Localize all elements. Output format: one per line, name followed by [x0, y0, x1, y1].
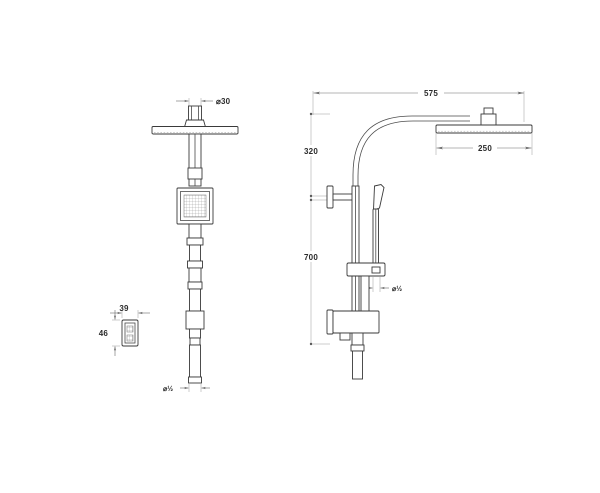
wall-bracket-detail-group: 39 46 — [99, 304, 150, 356]
wall-bracket-lower — [326, 309, 334, 335]
dim-dia30: ⌀30 — [176, 97, 231, 118]
hose-assembly-left — [185, 223, 205, 384]
dim-label-height-320: 320 — [304, 147, 318, 156]
dim-head-250: 250 — [435, 133, 533, 155]
dim-thread-half-right: ⌀½ — [364, 276, 402, 293]
wall-bracket-upper — [326, 185, 354, 209]
dim-label-thread-half-right: ⌀½ — [392, 285, 402, 293]
right-view-group: 575 320 700 — [300, 87, 533, 380]
overhead-shower-head-side — [435, 107, 533, 134]
dim-label-reach-575: 575 — [424, 89, 438, 98]
valve-body-side — [332, 310, 380, 380]
dim-label-thread-half-left: ⌀½ — [163, 385, 173, 393]
head-connector — [183, 105, 207, 128]
dim-thread-half-left: ⌀½ — [163, 383, 210, 393]
dim-bracket-height: 46 — [99, 310, 120, 356]
handset-holder — [346, 262, 386, 277]
dim-label-dia30: ⌀30 — [216, 97, 231, 106]
valve-body-square — [176, 187, 214, 225]
riser-tube-upper — [187, 133, 203, 187]
slide-rail — [351, 185, 360, 315]
handset-hose — [360, 275, 370, 315]
shower-arm-curved — [352, 115, 470, 265]
dim-label-bracket-height: 46 — [99, 329, 109, 338]
handset-wand — [372, 184, 385, 268]
dim-label-head-250: 250 — [478, 144, 492, 153]
dim-reach-575: 575 — [312, 87, 525, 122]
dim-label-height-700: 700 — [304, 253, 318, 262]
dim-label-bracket-width: 39 — [119, 304, 129, 313]
dim-bracket-width: 39 — [110, 304, 150, 318]
overhead-shower-head-front — [151, 126, 239, 135]
left-view-group: ⌀30 — [151, 97, 239, 393]
